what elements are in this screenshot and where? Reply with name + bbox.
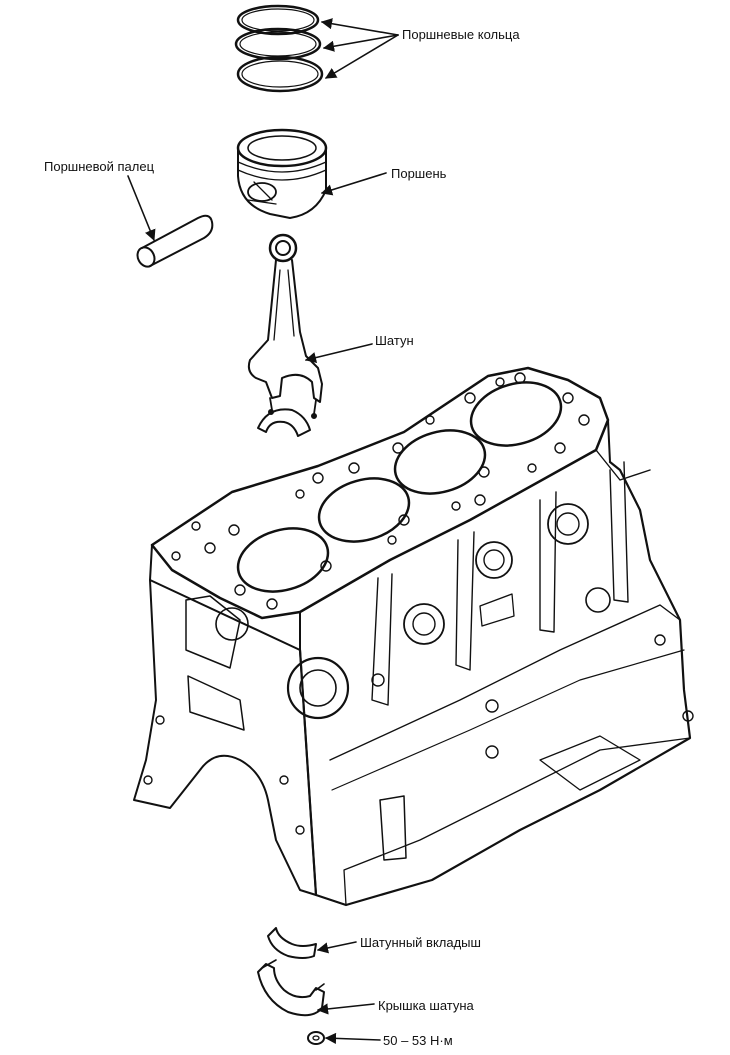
rod-bearing-leader — [316, 941, 357, 954]
label-piston: Поршень — [391, 166, 447, 181]
piston-rings — [234, 4, 324, 93]
piston-leader — [320, 172, 387, 196]
connecting-rod-leader — [304, 343, 373, 364]
label-torque: 50 – 53 Н·м — [383, 1033, 453, 1048]
label-rod-cap: Крышка шатуна — [378, 998, 474, 1013]
upper-rod-bearing-shell — [257, 408, 311, 437]
lower-rod-bearing-shell — [267, 927, 317, 959]
torque-leader — [324, 1032, 381, 1044]
rod-cap-nut — [307, 1031, 325, 1045]
label-connecting-rod: Шатун — [375, 333, 414, 348]
piston-pin — [136, 214, 214, 268]
piston-rings-leaders — [320, 18, 399, 79]
rod-cap-leader — [316, 1003, 375, 1015]
cylinder-block — [133, 366, 694, 907]
label-piston-pin: Поршневой палец — [44, 159, 155, 174]
connecting-rod — [247, 233, 323, 419]
piston — [236, 128, 328, 219]
label-rod-bearing: Шатунный вкладыш — [360, 935, 481, 950]
rod-cap — [257, 959, 325, 1017]
label-piston-rings: Поршневые кольца — [402, 27, 520, 42]
piston-pin-leader — [127, 175, 156, 242]
